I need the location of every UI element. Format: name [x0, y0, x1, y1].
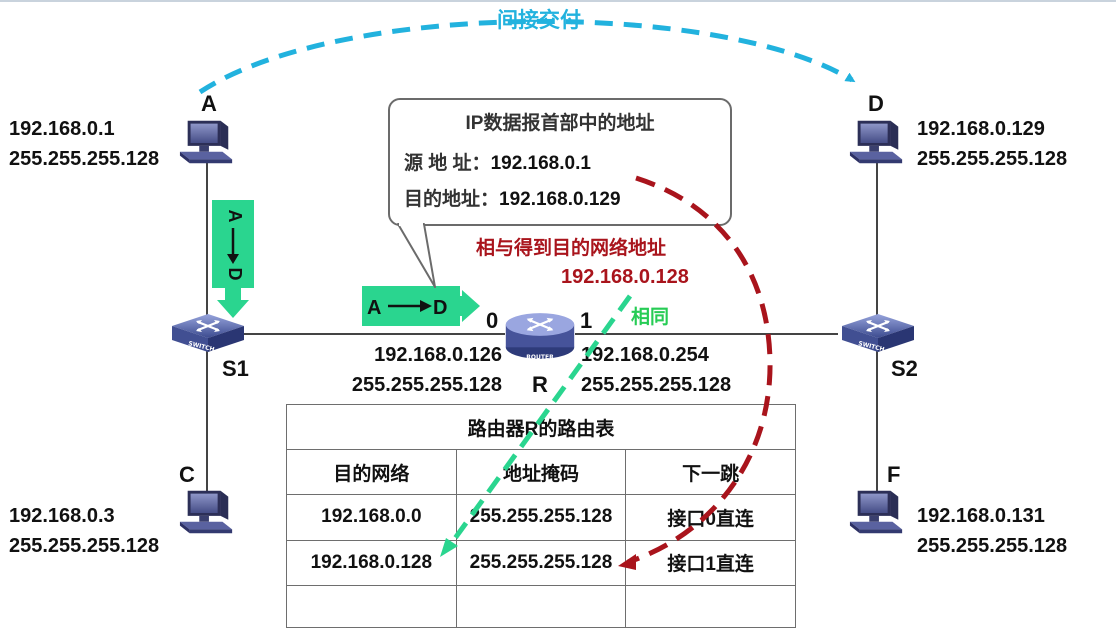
row-3-dest-network [286, 584, 457, 628]
host-f-computer-icon[interactable] [849, 490, 903, 534]
packet-arrow-vertical: A D [212, 200, 254, 318]
callout-title: IP数据报首部中的地址 [465, 113, 655, 134]
host-d-address: 192.168.0.129 255.255.255.128 [917, 114, 1067, 174]
match-label: 相同 [631, 307, 670, 328]
ip-header-callout: IP数据报首部中的地址 源 地 址：192.168.0.1 目的地址：192.1… [388, 98, 732, 226]
router-port-1-address: 192.168.0.254 255.255.255.128 [581, 340, 731, 400]
host-d-label: D [868, 91, 884, 116]
packet-arrow-horizontal: A D [362, 286, 480, 326]
row-2-next-hop: 接口1直连 [625, 539, 796, 586]
router-device-text: ROUTER [526, 354, 554, 361]
row-1-address-mask: 255.255.255.128 [455, 494, 627, 541]
router-port-1-label: 1 [580, 308, 593, 333]
host-c-address: 192.168.0.3 255.255.255.128 [9, 501, 159, 561]
host-a-address: 192.168.0.1 255.255.255.128 [9, 114, 159, 174]
table-row: 192.168.0.0 255.255.255.128 接口0直连 [286, 494, 796, 541]
routing-table-header-row: 目的网络 地址掩码 下一跳 [286, 449, 796, 496]
host-c-ip: 192.168.0.3 [9, 505, 115, 527]
router-port-1-mask: 255.255.255.128 [581, 374, 732, 396]
header-address-mask: 地址掩码 [455, 449, 627, 496]
row-2-dest-network: 192.168.0.128 [286, 539, 457, 586]
router-port-0-ip: 192.168.0.126 [374, 344, 502, 366]
indirect-delivery-arrow [198, 18, 856, 95]
host-f-label: F [887, 462, 901, 487]
row-3-next-hop [625, 584, 796, 628]
router-r-icon[interactable] [504, 311, 576, 360]
and-result-network: 192.168.0.128 [561, 266, 689, 288]
row-1-dest-network: 192.168.0.0 [286, 494, 457, 541]
switch-s2-label: S2 [891, 356, 918, 381]
table-row: 192.168.0.128 255.255.255.128 接口1直连 [286, 539, 796, 586]
host-d-ip: 192.168.0.129 [917, 118, 1045, 140]
indirect-delivery-label: 间接交付 [497, 9, 581, 32]
callout-source-value: 192.168.0.1 [490, 153, 591, 174]
host-a-computer-icon[interactable] [179, 120, 233, 164]
callout-source-label: 源 地 址： [404, 153, 491, 174]
router-port-0-address: 192.168.0.126 255.255.255.128 [346, 340, 502, 400]
callout-source-row: 源 地 址：192.168.0.1 [404, 148, 591, 175]
host-d-computer-icon[interactable] [849, 120, 903, 164]
top-border [0, 0, 1116, 2]
callout-dest-row: 目的地址：192.168.0.129 [404, 184, 621, 211]
switch-s1-label: S1 [222, 356, 249, 381]
routing-table-title: 路由器R的路由表 [286, 403, 796, 451]
host-f-ip: 192.168.0.131 [917, 505, 1045, 527]
packet-vertical-src: A [225, 210, 245, 223]
and-operation-label: 相与得到目的网络地址 [476, 238, 667, 259]
host-a-ip: 192.168.0.1 [9, 118, 115, 140]
routing-table: 路由器R的路由表 目的网络 地址掩码 下一跳 192.168.0.0 255.2… [286, 403, 796, 628]
host-f-address: 192.168.0.131 255.255.255.128 [917, 501, 1067, 561]
router-port-0-mask: 255.255.255.128 [351, 374, 502, 396]
host-a-mask: 255.255.255.128 [9, 148, 160, 170]
host-c-label: C [179, 462, 195, 487]
row-1-next-hop: 接口0直连 [625, 494, 796, 541]
callout-dest-label: 目的地址： [404, 189, 500, 210]
router-label: R [532, 372, 548, 397]
router-port-0-label: 0 [486, 308, 499, 333]
host-c-mask: 255.255.255.128 [9, 535, 160, 557]
header-next-hop: 下一跳 [625, 449, 796, 496]
table-row [286, 584, 796, 628]
host-d-mask: 255.255.255.128 [917, 148, 1068, 170]
packet-vertical-dst: D [225, 268, 245, 281]
row-3-address-mask [455, 584, 627, 628]
row-2-address-mask: 255.255.255.128 [455, 539, 627, 586]
callout-dest-value: 192.168.0.129 [499, 189, 621, 210]
host-c-computer-icon[interactable] [179, 490, 233, 534]
host-a-label: A [201, 91, 217, 116]
header-dest-network: 目的网络 [286, 449, 457, 496]
router-port-1-ip: 192.168.0.254 [581, 344, 709, 366]
packet-horizontal-dst: D [433, 297, 447, 319]
host-f-mask: 255.255.255.128 [917, 535, 1068, 557]
packet-horizontal-src: A [367, 297, 381, 319]
